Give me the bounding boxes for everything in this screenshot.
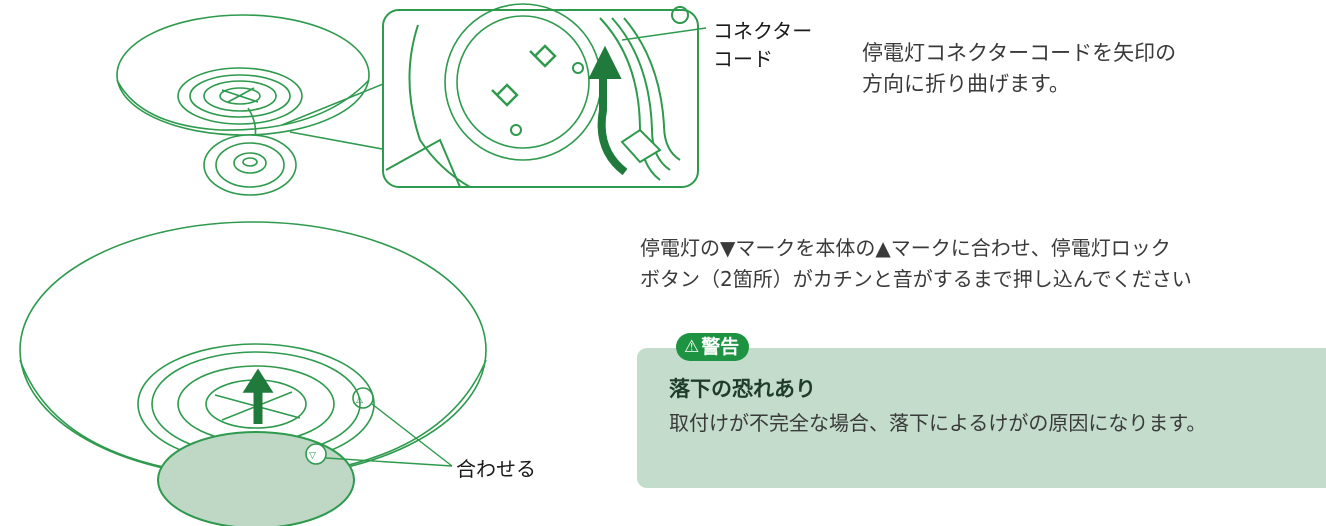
warning-box [637, 348, 1326, 488]
connector-cord-label-line2: コード [713, 47, 773, 71]
step2-instruction-line1: 停電灯の▼マークを本体の▲マークに合わせ、停電灯ロック [640, 236, 1171, 260]
connector-cord-label: コネクター コード [713, 17, 812, 73]
svg-text:▽: ▽ [309, 451, 316, 461]
connector-detail-view [382, 3, 707, 188]
svg-text:△: △ [356, 395, 363, 405]
top-ceiling-light-illustration [116, 14, 389, 196]
warning-title: 落下の恐れあり [669, 377, 816, 401]
step2-instruction-line2: ボタン（2箇所）がカチンと音がするまで押し込んでください [640, 267, 1192, 291]
align-label: 合わせる [456, 457, 536, 481]
step2-instruction: 停電灯の▼マークを本体の▲マークに合わせ、停電灯ロック ボタン（2箇所）がカチン… [640, 233, 1192, 295]
connector-cord-label-line1: コネクター [713, 19, 813, 43]
warning-triangle-icon: ⚠ [684, 337, 700, 357]
step1-instruction-line2: 方向に折り曲げます。 [862, 72, 1070, 96]
bottom-ceiling-light-illustration: △ ▽ [19, 221, 487, 526]
step1-instruction-line1: 停電灯コネクターコードを矢印の [862, 41, 1177, 65]
warning-badge-label: 警告 [701, 336, 740, 358]
warning-body: 取付けが不完全な場合、落下によるけがの原因になります。 [669, 411, 1207, 435]
step1-instruction: 停電灯コネクターコードを矢印の 方向に折り曲げます。 [862, 38, 1176, 100]
warning-badge: ⚠ 警告 [676, 333, 750, 361]
